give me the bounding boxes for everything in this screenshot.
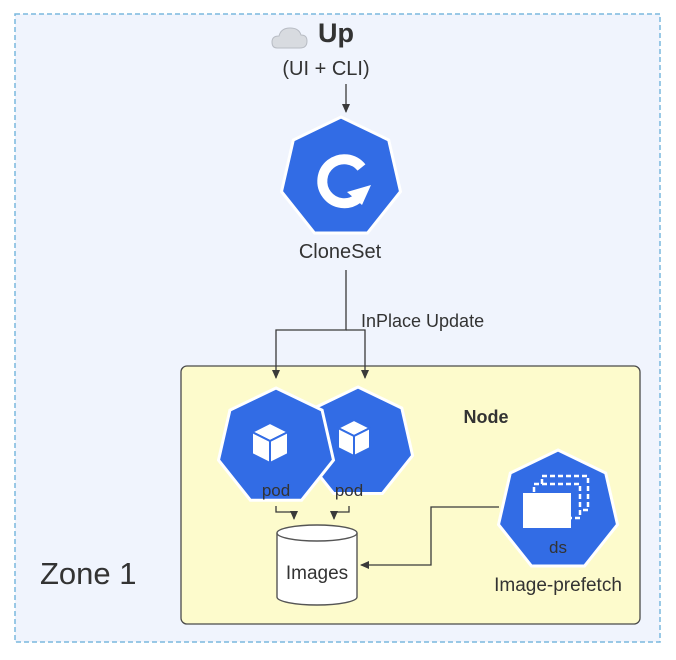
pod-node-1: pod	[216, 386, 336, 502]
diagram-title: Up	[318, 18, 354, 48]
prefetch-node: ds	[496, 448, 620, 568]
daemonset-badge: ds	[549, 538, 567, 557]
pods-to-images-edge	[275, 506, 350, 520]
cloneset-node	[279, 115, 403, 235]
cloneset-label: CloneSet	[299, 241, 382, 263]
image-prefetch-label: Image-prefetch	[494, 575, 622, 596]
cloneset-icon	[317, 154, 371, 209]
images-cylinder	[276, 524, 358, 606]
inplace-update-label: InPlace Update	[361, 311, 484, 331]
daemonset-icon	[523, 474, 590, 528]
images-label: Images	[286, 563, 348, 584]
cloneset-heptagon	[279, 115, 403, 235]
node-label: Node	[464, 407, 509, 427]
pod-label: pod	[262, 481, 290, 500]
cloud-icon	[271, 27, 308, 49]
zone-label: Zone 1	[40, 556, 137, 591]
cube-icon	[337, 419, 371, 457]
inplace-update-edge	[272, 270, 369, 379]
pod-label: pod	[335, 481, 363, 500]
diagram-subtitle: (UI + CLI)	[282, 58, 369, 80]
prefetch-to-images-edge	[360, 506, 499, 569]
pod-node-2: pod	[301, 385, 415, 500]
cube-icon	[251, 422, 289, 464]
